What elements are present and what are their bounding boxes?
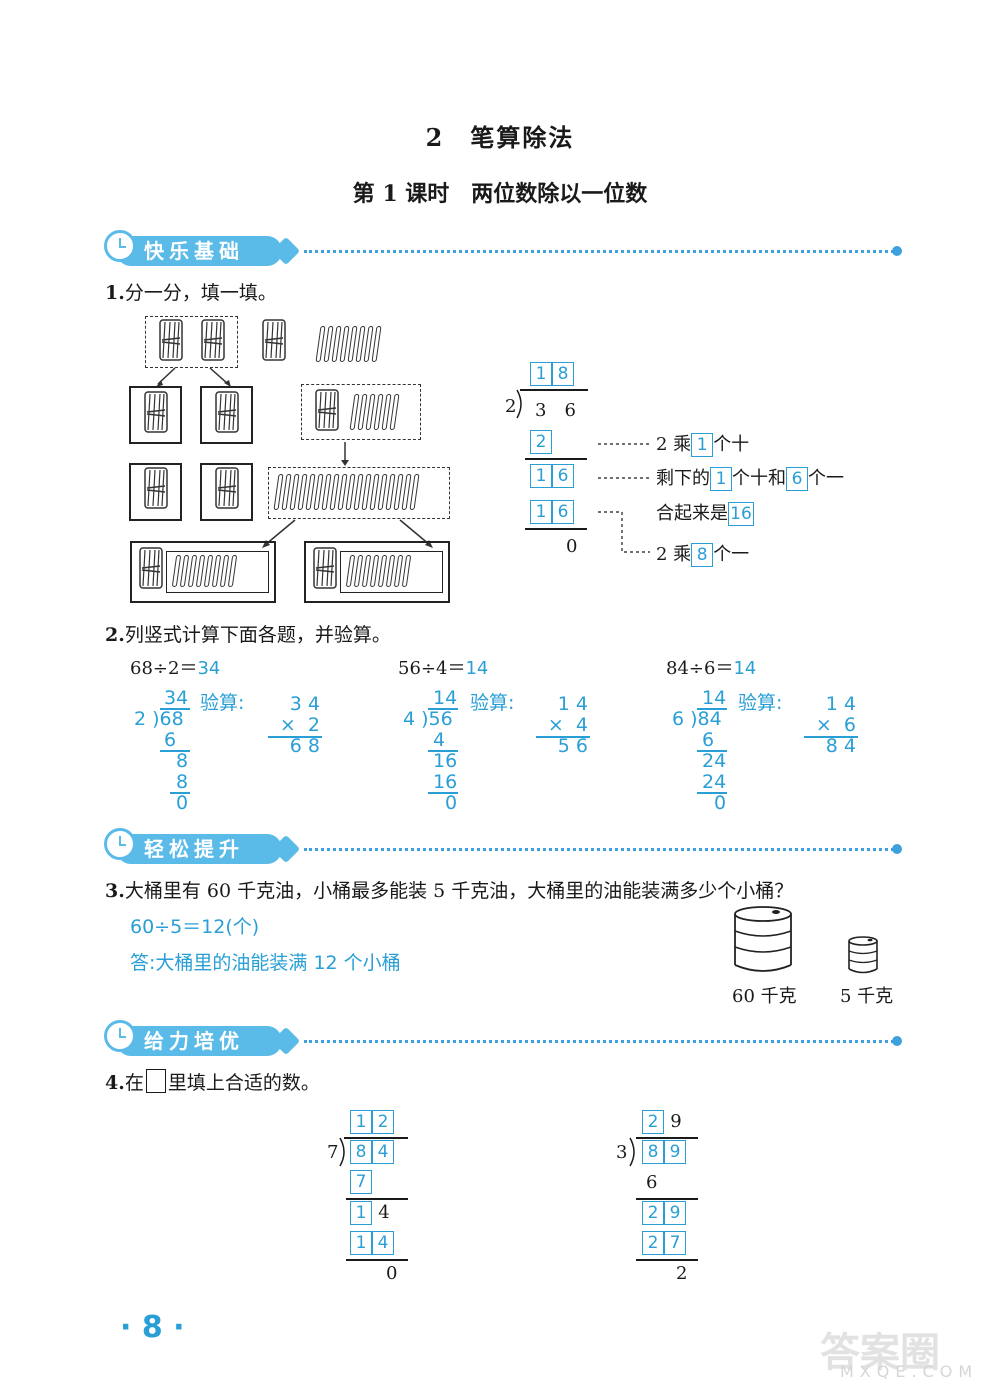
page-number: · 8 ·: [120, 1310, 185, 1345]
answer-box[interactable]: 1: [530, 464, 552, 488]
answer-box[interactable]: 7: [664, 1231, 686, 1255]
answer-box[interactable]: 9: [664, 1140, 686, 1164]
question-3: 3.大桶里有 60 千克油，小桶最多能装 5 千克油，大桶里的油能装满多少个小桶…: [105, 880, 794, 902]
q3-equation: 60÷5＝12(个): [130, 916, 260, 938]
question-4: 4.在里填上合适的数。: [105, 1068, 320, 1095]
answer-box[interactable]: 1: [350, 1201, 372, 1225]
clock-icon: [104, 828, 136, 860]
answer-box[interactable]: 1: [691, 433, 714, 457]
clock-icon: [104, 1020, 136, 1052]
big-barrel-icon: [734, 906, 792, 972]
answer-box[interactable]: 6: [552, 464, 574, 488]
page-title: 2 笔算除法: [425, 123, 575, 152]
banner-label: 给力培优: [144, 1029, 244, 1053]
section-banner-advanced: 给力培优: [104, 1016, 904, 1064]
blank-box-icon: [145, 1069, 166, 1093]
answer-box[interactable]: 2: [642, 1231, 664, 1255]
question-2: 2.列竖式计算下面各题，并验算。: [105, 624, 391, 646]
small-barrel-icon: [848, 936, 878, 974]
answer-box[interactable]: 2: [372, 1110, 394, 1134]
answer-box[interactable]: 8: [642, 1140, 664, 1164]
bundle-drawings: [139, 319, 433, 589]
answer-box[interactable]: 16: [728, 502, 754, 526]
answer-box[interactable]: 1: [710, 467, 732, 491]
banner-label: 轻松提升: [144, 837, 244, 861]
watermark-logo: 答案圈: [820, 1330, 940, 1376]
answer-box[interactable]: 8: [350, 1140, 372, 1164]
answer-box[interactable]: 9: [664, 1201, 686, 1225]
answer-box[interactable]: 4: [372, 1231, 394, 1255]
answer-box[interactable]: 8: [552, 362, 574, 386]
answer-box[interactable]: 4: [372, 1140, 394, 1164]
answer-box[interactable]: 6: [786, 467, 808, 491]
lesson-subtitle: 第 1 课时 两位数除以一位数: [352, 181, 648, 207]
question-1: 1.分一分，填一填。: [105, 282, 277, 304]
answer-box[interactable]: 2: [642, 1110, 664, 1134]
answer-box[interactable]: 1: [350, 1231, 372, 1255]
answer-box[interactable]: 6: [552, 500, 574, 524]
answer-box[interactable]: 7: [350, 1170, 372, 1194]
section-banner-basic: 快乐基础: [104, 226, 904, 274]
small-barrel-caption: 5 千克: [840, 986, 894, 1007]
banner-label: 快乐基础: [144, 239, 244, 263]
answer-box[interactable]: 8: [691, 543, 714, 567]
watermark-url: MXQE.COM: [840, 1362, 979, 1381]
answer-box[interactable]: 2: [530, 430, 552, 454]
big-barrel-caption: 60 千克: [732, 986, 797, 1007]
q3-answer: 答:大桶里的油能装满 12 个小桶: [130, 952, 401, 974]
answer-box[interactable]: 1: [530, 500, 552, 524]
clock-icon: [104, 230, 136, 262]
answer-box[interactable]: 1: [350, 1110, 372, 1134]
oil-barrels: [734, 906, 878, 974]
answer-box[interactable]: 1: [530, 362, 552, 386]
answer-box[interactable]: 2: [642, 1201, 664, 1225]
section-banner-improve: 轻松提升: [104, 824, 904, 872]
